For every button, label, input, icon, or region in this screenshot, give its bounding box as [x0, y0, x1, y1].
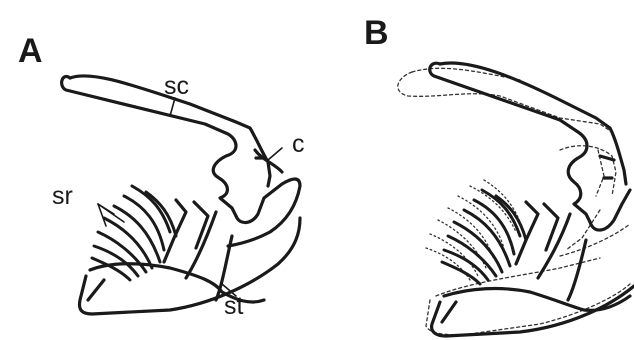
label-c: c [292, 130, 305, 158]
label-sc: sc [164, 72, 189, 100]
label-st: st [224, 292, 244, 320]
panel-a-letter: A [18, 32, 43, 70]
panel-b-sternal-ribs [442, 190, 526, 284]
panel-b-letter: B [364, 14, 389, 52]
panel-a-girdle-outline [62, 76, 300, 314]
panel-a: A [18, 32, 305, 320]
panel-b-girdle-outline [430, 63, 634, 336]
panel-b-dashed-outline [398, 68, 630, 334]
label-sr: sr [52, 182, 73, 210]
panel-b: B [364, 14, 634, 336]
